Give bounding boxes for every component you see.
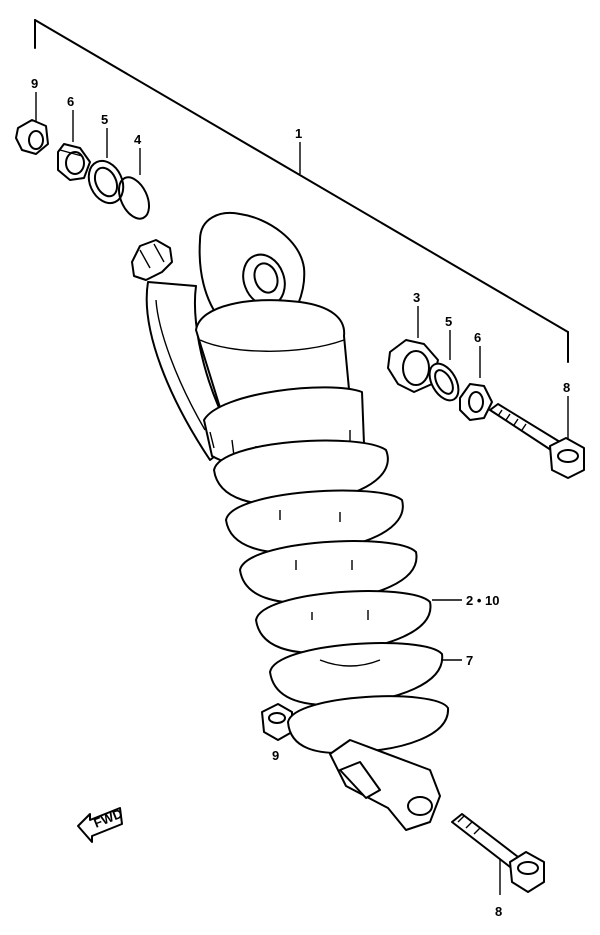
callout-5-right: 5 <box>445 314 452 329</box>
spring-part-2 <box>213 439 450 754</box>
callout-2-10: 2 • 10 <box>466 593 499 608</box>
bearing-part-3 <box>387 339 439 393</box>
callout-labels: 9 6 5 4 1 3 5 6 8 2 • 10 7 9 8 <box>31 76 570 919</box>
fwd-marker: FWD <box>77 806 125 843</box>
callout-9-top: 9 <box>31 76 38 91</box>
callout-1: 1 <box>295 126 302 141</box>
lower-clevis <box>329 739 441 831</box>
callout-4: 4 <box>134 132 142 147</box>
collar-part-6-right <box>459 383 493 421</box>
callout-6-right: 6 <box>474 330 481 345</box>
seal-part-5-right <box>428 362 460 402</box>
fwd-arrow-icon <box>77 807 123 843</box>
circlip-part-4 <box>117 176 151 220</box>
callout-8-right: 8 <box>563 380 570 395</box>
collar-part-6-top <box>57 143 91 181</box>
shock-absorber-part-1 <box>195 212 450 831</box>
bolt-part-8-bottom <box>451 813 545 893</box>
nut-part-9-top <box>15 119 49 155</box>
callout-3: 3 <box>413 290 420 305</box>
assembly-bracket <box>34 19 569 363</box>
callout-5-top: 5 <box>101 112 108 127</box>
callout-6-top: 6 <box>67 94 74 109</box>
bolt-part-8-right <box>489 403 585 479</box>
callout-9-bottom: 9 <box>272 748 279 763</box>
seal-part-5-top <box>87 159 125 205</box>
callout-8-bottom: 8 <box>495 904 502 919</box>
callout-7: 7 <box>466 653 473 668</box>
